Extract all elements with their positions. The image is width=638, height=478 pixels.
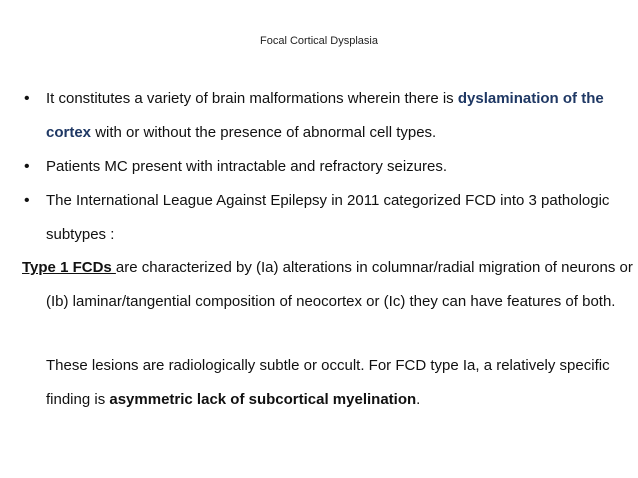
bullet-text: The International League Against Epileps… — [46, 192, 610, 243]
bullet-item-3: • The International League Against Epile… — [22, 184, 618, 252]
lesions-text: These lesions are radiologically subtle … — [46, 357, 610, 408]
bullet-icon: • — [24, 158, 30, 175]
bullet-text-tail: with or without the presence of abnormal… — [91, 124, 437, 141]
bullet-text: Patients MC present with intractable and… — [46, 158, 448, 175]
subtype-text: are characterized by (Ia) alterations in… — [46, 259, 633, 310]
bullet-item-2: • Patients MC present with intractable a… — [22, 150, 618, 184]
subtype-label: Type 1 FCDs — [22, 259, 116, 276]
bullet-item-1: • It constitutes a variety of brain malf… — [22, 82, 618, 150]
bullet-text: It constitutes a variety of brain malfor… — [46, 90, 458, 107]
bullet-list: • It constitutes a variety of brain malf… — [22, 82, 618, 252]
bullet-icon: • — [24, 90, 30, 107]
bullet-icon: • — [24, 192, 30, 209]
lesions-bold-finding: asymmetric lack of subcortical myelinati… — [109, 391, 417, 408]
lesions-text-tail: . — [416, 391, 421, 408]
subtype-paragraph: Type 1 FCDs are characterized by (Ia) al… — [22, 251, 638, 319]
highlight-term: dyslamination of the cortex — [46, 90, 604, 141]
slide-title: Focal Cortical Dysplasia — [260, 35, 378, 47]
lesions-paragraph: These lesions are radiologically subtle … — [22, 349, 638, 417]
